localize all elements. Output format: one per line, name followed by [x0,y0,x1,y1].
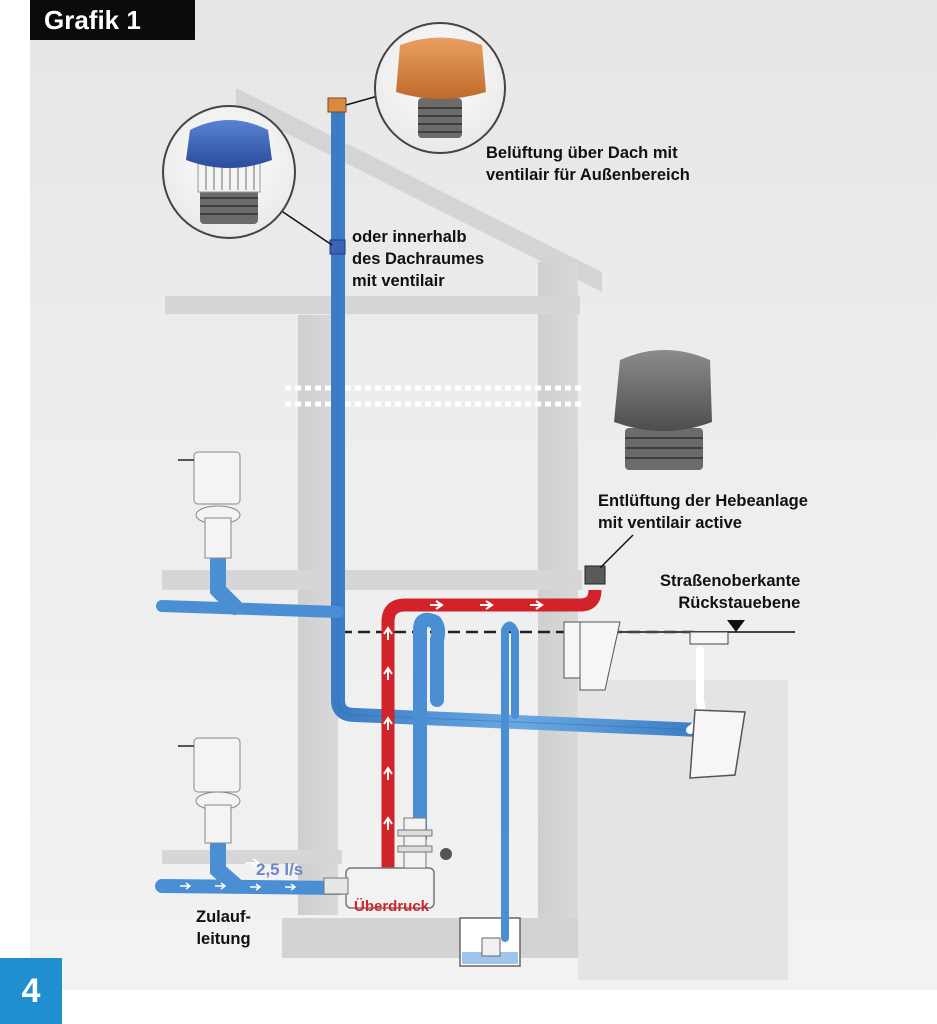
street-gully-icon [563,621,746,779]
roof-vent-label: Belüftung über Dach mit ventilair für Au… [486,142,690,186]
leader-lines [279,95,634,569]
lifting-station-icon [323,817,452,909]
lower-floor [162,850,342,864]
street-level-label-line2: Rückstauebene [678,594,801,612]
street-level-label: Straßenoberkante Rückstauebene [660,570,800,614]
attic-vent-cap-icon [162,105,296,239]
backflow-marker [727,620,745,632]
toilet-icon [178,451,241,559]
pump-return-loop [413,612,446,845]
upper-toilet-drain [210,552,243,615]
upper-branch [156,600,344,618]
lift-vent-label-line1: Entlüftung der Hebeanlage [598,492,808,510]
overpressure-label: Überdruck [354,898,430,915]
roof [236,88,602,292]
figure-title: Grafik 1 [30,0,195,40]
attic-vent-label: oder innerhalb des Dachraumes mit ventil… [352,226,484,292]
sump-pump-icon [481,937,501,957]
roof-vent-label-line2: ventilair für Außenbereich [486,166,690,184]
flow-rate-label: 2,5 l/s [256,860,304,879]
street-level-label-line1: Straßenoberkante [660,572,801,590]
active-vent-fitting [584,565,606,585]
sump-riser [501,621,519,942]
lift-vent-label-line2: mit ventilair active [598,514,742,532]
attic-vent-fitting [329,239,346,255]
lift-vent-label: Entlüftung der Hebeanlage mit ventilair … [598,490,808,534]
inlet-pipe-label-line1: Zulauf- [196,908,251,926]
inlet-pipe-label: Zulauf- leitung [196,906,251,950]
pressure-pipe [381,589,602,870]
basement-floor [282,918,582,958]
drainage-pipes [155,103,707,942]
roof-vent-fitting [327,97,347,113]
roof-vent-cap-icon [374,22,506,154]
inlet-flow-arrows [180,858,297,891]
attic-vent-label-line1: oder innerhalb [352,228,467,246]
attic-vent-label-line3: mit ventilair [352,272,445,290]
inlet-pipe-label-line2: leitung [196,930,251,948]
upper-floor [162,570,582,590]
roof-vent-label-line1: Belüftung über Dach mit [486,144,678,162]
attic-floor [165,296,580,314]
attic-vent-label-line2: des Dachraumes [352,250,485,268]
right-wall [538,262,578,927]
figure-number-badge: 4 [0,958,62,1024]
toilet-icon [178,737,241,844]
active-vent-cap-icon [614,350,712,470]
